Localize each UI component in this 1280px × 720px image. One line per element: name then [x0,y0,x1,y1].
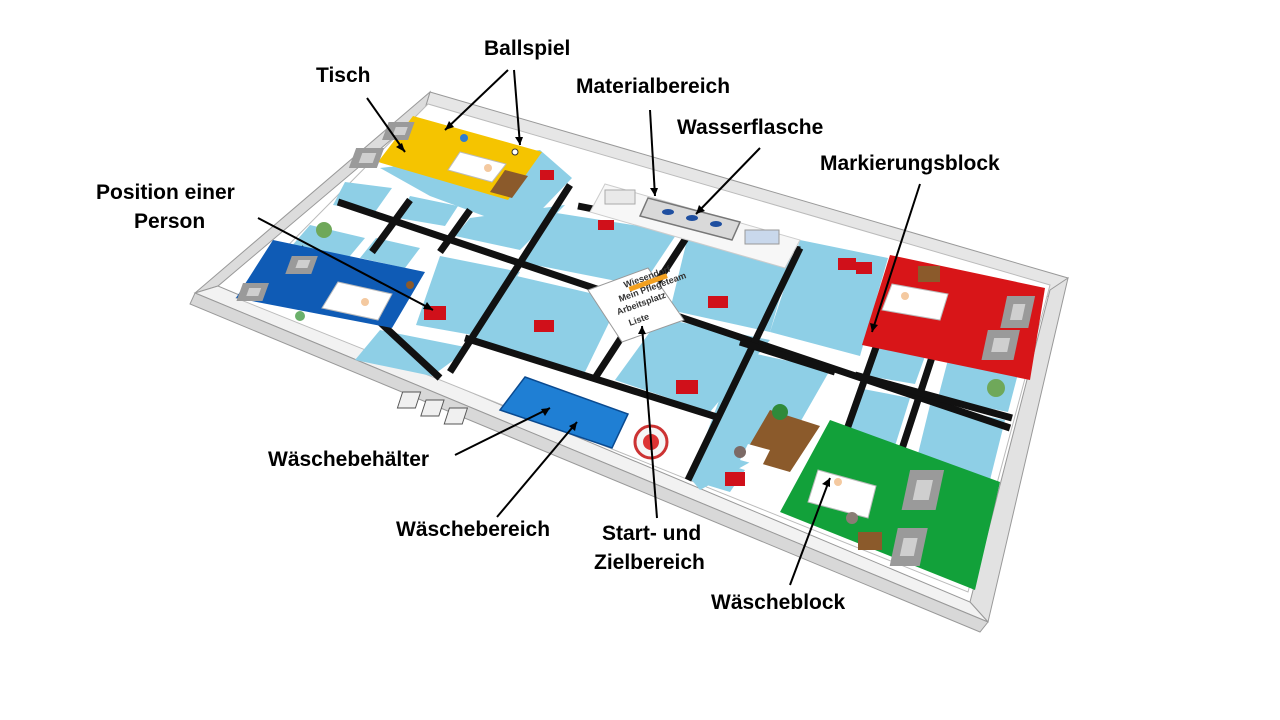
label-start-line2: Zielbereich [594,551,705,574]
callout-labels: Tisch Ballspiel Materialbereich Wasserfl… [96,37,1000,614]
red-room [856,255,1045,380]
material-area [589,183,801,269]
laundry-area [396,376,630,449]
label-wasserflasche: Wasserflasche [677,116,823,139]
label-start-line1: Start- und [602,522,701,545]
blue-room [236,240,425,328]
green-room [780,420,1000,590]
label-waeschebereich: Wäschebereich [396,518,550,541]
leader-lines [257,69,921,586]
label-waescheblock: Wäscheblock [711,591,846,614]
label-position-line1: Position einer [96,181,235,204]
plant-icon [316,222,1005,397]
yellow-room [348,116,542,200]
label-tisch: Tisch [316,64,370,87]
office-desk [725,404,820,486]
label-ballspiel: Ballspiel [484,37,570,60]
label-markierungsblock: Markierungsblock [820,152,1000,175]
label-waeschebehaelter: Wäschebehälter [268,448,429,471]
label-position-line2: Person [134,210,205,233]
label-materialbereich: Materialbereich [576,75,730,98]
